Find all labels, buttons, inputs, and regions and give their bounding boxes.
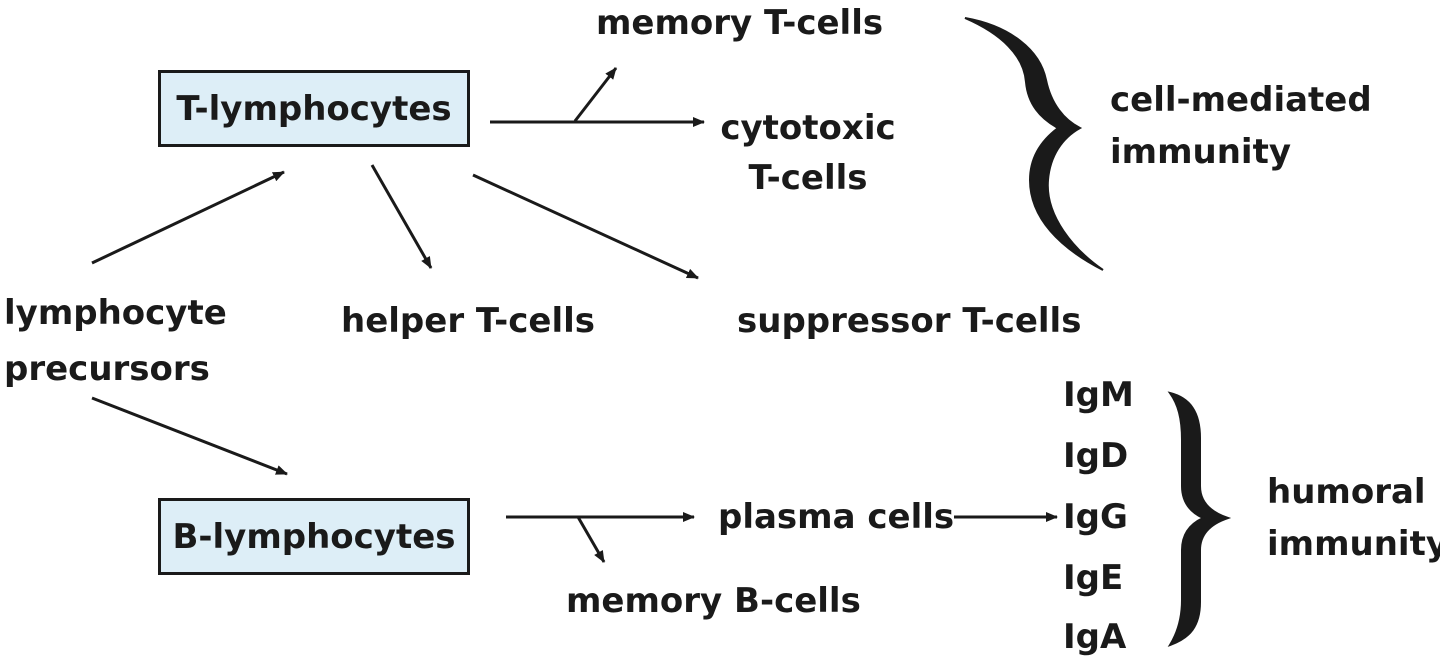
memory-t-cells-label: memory T-cells	[596, 3, 884, 43]
t-lymphocytes-label: T-lymphocytes	[176, 88, 452, 129]
lymphocyte-precursors-line: lymphocyte	[4, 293, 227, 333]
antibody-igg-label: IgG	[1063, 497, 1128, 537]
cytotoxic-line: T-cells	[748, 158, 868, 198]
lymphocyte-precursors-line: precursors	[4, 349, 210, 389]
cytotoxic-line: cytotoxic	[720, 108, 896, 148]
brace-humoral	[1167, 391, 1232, 647]
humoral-immunity-label: humoral immunity	[1267, 466, 1440, 570]
memory-b-cells-label: memory B-cells	[566, 581, 861, 621]
antibody-igm-label: IgM	[1063, 375, 1134, 415]
antibody-igd-label: IgD	[1063, 436, 1129, 476]
suppressor-t-cells-label: suppressor T-cells	[737, 301, 1082, 341]
cell-mediated-line: immunity	[1110, 132, 1291, 172]
arrow-t-to-memory-t	[573, 67, 618, 122]
cytotoxic-t-cells-label: cytotoxic T-cells	[720, 103, 896, 203]
arrow-t-to-helper	[370, 164, 433, 269]
antibody-ige-label: IgE	[1063, 558, 1124, 598]
b-lymphocytes-label: B-lymphocytes	[172, 516, 456, 557]
arrow-t-to-suppressor	[472, 173, 699, 280]
humoral-line: humoral	[1267, 472, 1426, 512]
plasma-cells-label: plasma cells	[718, 497, 955, 537]
brace-cell-mediated	[964, 17, 1104, 271]
antibody-iga-label: IgA	[1063, 617, 1127, 657]
helper-t-cells-label: helper T-cells	[341, 301, 595, 341]
arrow-precursors-to-t	[91, 170, 285, 265]
cell-mediated-line: cell-mediated	[1110, 80, 1372, 120]
b-lymphocytes-box: B-lymphocytes	[158, 498, 470, 575]
arrow-b-to-memory-b	[576, 516, 606, 563]
humoral-line: immunity	[1267, 524, 1440, 564]
arrow-precursors-to-b	[91, 396, 288, 476]
cell-mediated-immunity-label: cell-mediated immunity	[1110, 74, 1372, 178]
lymphocyte-precursors-label: lymphocyte precursors	[4, 285, 227, 397]
t-lymphocytes-box: T-lymphocytes	[158, 70, 470, 147]
